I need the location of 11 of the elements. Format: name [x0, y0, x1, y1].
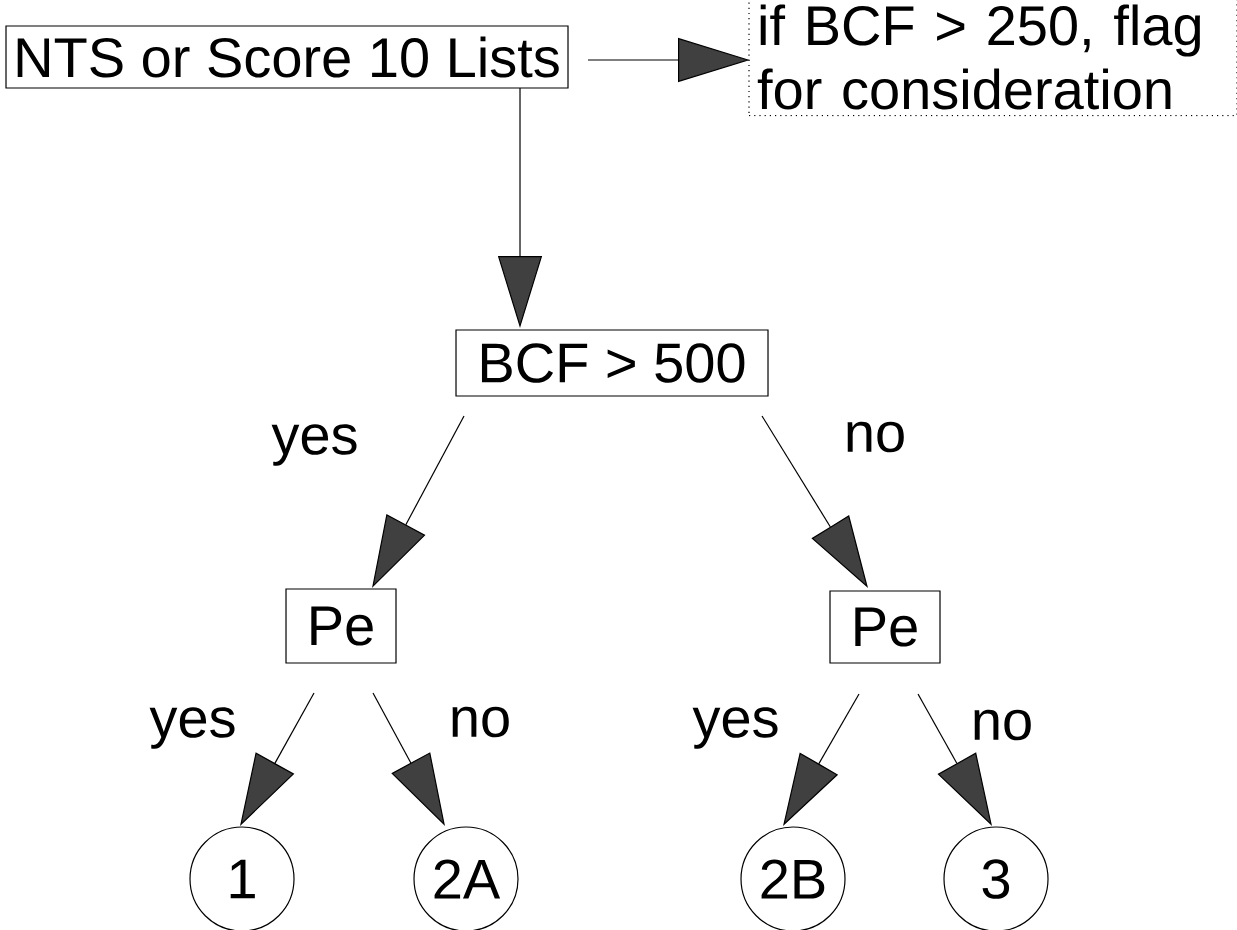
- note-box: if BCF > 250, flag for consideration: [748, 0, 1237, 117]
- edge-label: no: [968, 707, 1036, 743]
- edge-label: no: [446, 704, 514, 740]
- edge-label: yes: [269, 422, 361, 468]
- decision-box: BCF > 500: [455, 329, 769, 397]
- decision-box: NTS or Score 10 Lists: [5, 25, 569, 89]
- edge-label: yes: [147, 705, 239, 751]
- edge-label: no: [841, 419, 909, 455]
- decision-box: Pe: [285, 588, 397, 664]
- decision-box: Pe: [829, 590, 941, 664]
- edge-label: yes: [690, 705, 782, 751]
